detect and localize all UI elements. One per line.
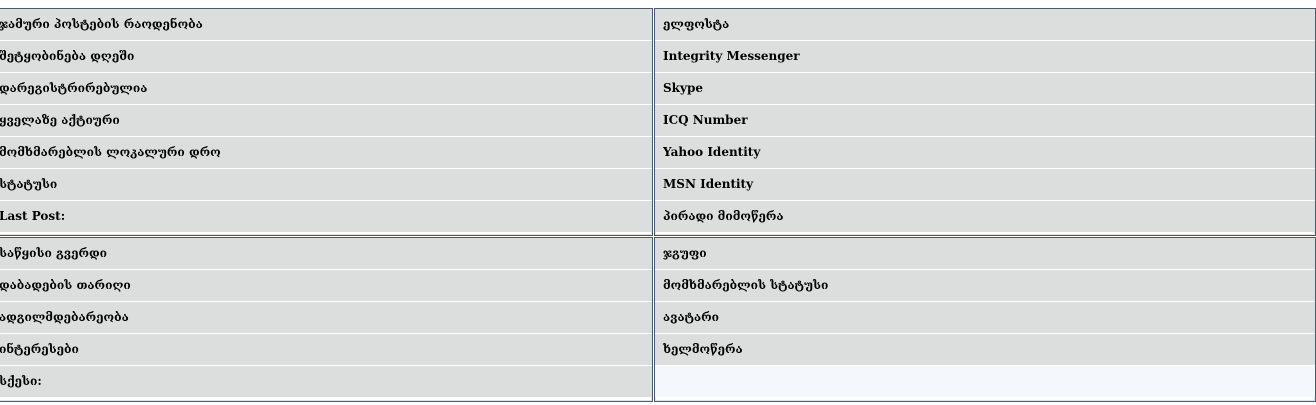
field-location: ადგილმდებარეობა xyxy=(0,302,652,334)
field-local-time: მომხმარებლის ლოკალური დრო xyxy=(0,137,652,169)
empty-row xyxy=(655,366,1315,397)
profile-details-panel-bottom-left: საწყისი გვერდი დაბადების თარიღი ადგილმდე… xyxy=(0,237,653,402)
field-group: ჯგუფი xyxy=(655,238,1315,270)
field-integrity-messenger[interactable]: Integrity Messenger xyxy=(655,41,1315,73)
profile-info-panel-top-left: ჯამური პოსტების რაოდენობა შეტყობინება დღ… xyxy=(0,8,653,236)
field-interests: ინტერესები xyxy=(0,334,652,366)
field-email[interactable]: ელფოსტა xyxy=(655,9,1315,41)
field-avatar: ავატარი xyxy=(655,302,1315,334)
field-total-posts: ჯამური პოსტების რაოდენობა xyxy=(0,9,652,41)
field-signature: ხელმოწერა xyxy=(655,334,1315,366)
field-yahoo-identity[interactable]: Yahoo Identity xyxy=(655,137,1315,169)
field-most-active: ყველაზე აქტიური xyxy=(0,105,652,137)
field-registered: დარეგისტრირებულია xyxy=(0,73,652,105)
field-icq-number[interactable]: ICQ Number xyxy=(655,105,1315,137)
field-last-post: Last Post: xyxy=(0,201,652,232)
field-birthday: დაბადების თარიღი xyxy=(0,270,652,302)
field-member-title: მომხმარებლის სტატუსი xyxy=(655,270,1315,302)
field-posts-per-day: შეტყობინება დღეში xyxy=(0,41,652,73)
field-msn-identity[interactable]: MSN Identity xyxy=(655,169,1315,201)
field-status: სტატუსი xyxy=(0,169,652,201)
field-private-message[interactable]: პირადი მიმოწერა xyxy=(655,201,1315,232)
profile-contact-panel-top-right: ელფოსტა Integrity Messenger Skype ICQ Nu… xyxy=(654,8,1316,236)
field-homepage[interactable]: საწყისი გვერდი xyxy=(0,238,652,270)
profile-member-panel-bottom-right: ჯგუფი მომხმარებლის სტატუსი ავატარი ხელმო… xyxy=(654,237,1316,402)
field-gender: სქესი: xyxy=(0,366,652,397)
field-skype[interactable]: Skype xyxy=(655,73,1315,105)
